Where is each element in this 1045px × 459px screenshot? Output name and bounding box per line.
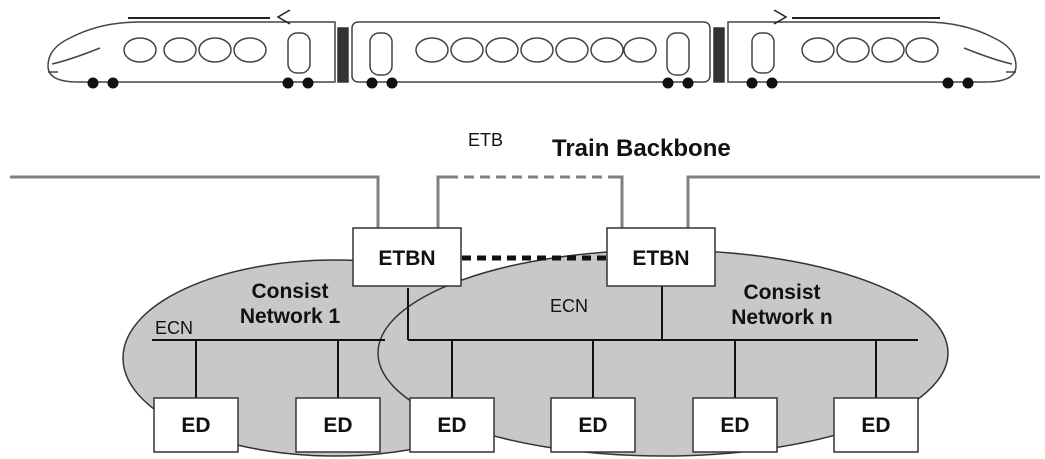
etbn-left-label: ETBN bbox=[378, 247, 435, 270]
ed-node: ED bbox=[296, 398, 380, 452]
train-backbone-title: Train Backbone bbox=[552, 135, 731, 162]
etbn-right-label: ETBN bbox=[632, 247, 689, 270]
etb-label: ETB bbox=[468, 130, 503, 150]
etbn-left-node: ETBN bbox=[353, 228, 461, 286]
consist-network-n-line2: Network n bbox=[731, 306, 833, 329]
ed-label: ED bbox=[861, 414, 890, 437]
etbn-right-node: ETBN bbox=[607, 228, 715, 286]
consist-network-n-line1: Consist bbox=[743, 281, 820, 304]
ecn-left-label: ECN bbox=[155, 318, 193, 338]
ed-node: ED bbox=[693, 398, 777, 452]
train-backbone-lines bbox=[10, 177, 1040, 228]
consist-network-1-line2: Network 1 bbox=[240, 305, 341, 328]
high-speed-train-icon bbox=[48, 10, 1016, 82]
ed-label: ED bbox=[720, 414, 749, 437]
ed-label: ED bbox=[181, 414, 210, 437]
consist-network-1-line1: Consist bbox=[251, 280, 328, 303]
ed-node: ED bbox=[410, 398, 494, 452]
ed-node: ED bbox=[154, 398, 238, 452]
ecn-right-label: ECN bbox=[550, 296, 588, 316]
ed-node: ED bbox=[551, 398, 635, 452]
ed-label: ED bbox=[323, 414, 352, 437]
ed-label: ED bbox=[437, 414, 466, 437]
ed-label: ED bbox=[578, 414, 607, 437]
ed-node: ED bbox=[834, 398, 918, 452]
